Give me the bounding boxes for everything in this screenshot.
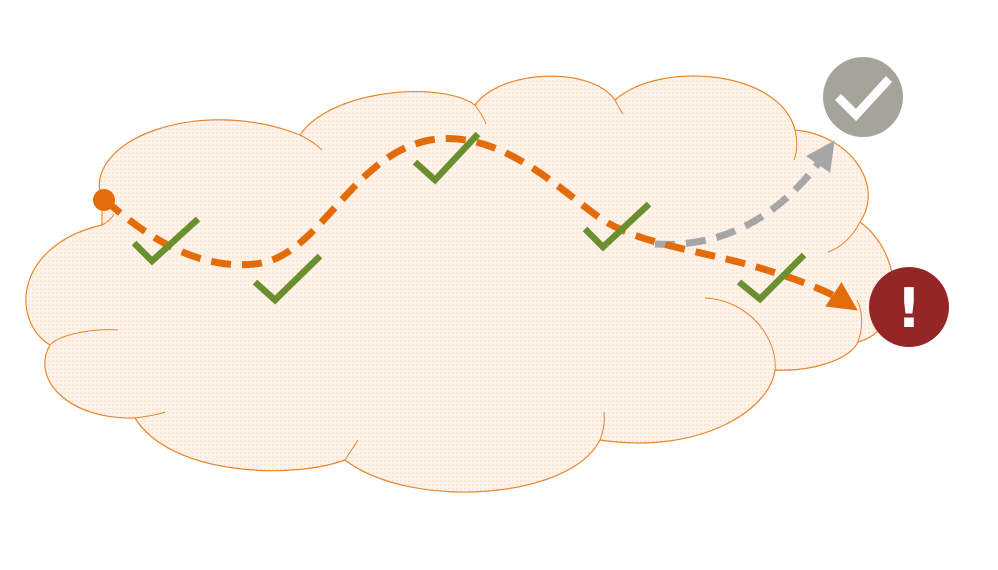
check-circle-icon [823,57,903,137]
cloud-inner-arc [134,411,166,419]
checkmark-icon [412,131,481,185]
alternate-path-arrow [654,140,835,248]
cloud-inner-arc [101,213,115,226]
exclamation-circle-icon [869,267,949,347]
cloud-inner-arc [344,439,359,461]
checkpoint-checkmarks [131,131,807,305]
checkmark-icon [131,216,201,266]
cloud-inner-arc [827,221,861,253]
cloud-inner-arc [856,299,863,343]
failure-outcome: ! [869,267,949,347]
checkmark-icon [252,253,323,305]
cloud-inner-arc [49,329,119,346]
check-circle-mark [834,76,893,122]
cloud-inner-arc [599,411,605,441]
start-dot-icon [93,189,115,211]
cloud-inner-arc [704,297,776,371]
cloud-inner-arc [474,104,487,125]
cloud-inner-arc [299,134,323,151]
main-path-arrow [102,135,858,311]
checkmark-icon [736,252,807,304]
cloud-shape [25,75,895,493]
cloud-inner-arc [614,99,624,115]
exclamation-symbol: ! [897,277,922,340]
success-outcome [823,57,903,137]
checkmark-icon [582,201,652,252]
cloud-inner-arc [793,129,798,161]
